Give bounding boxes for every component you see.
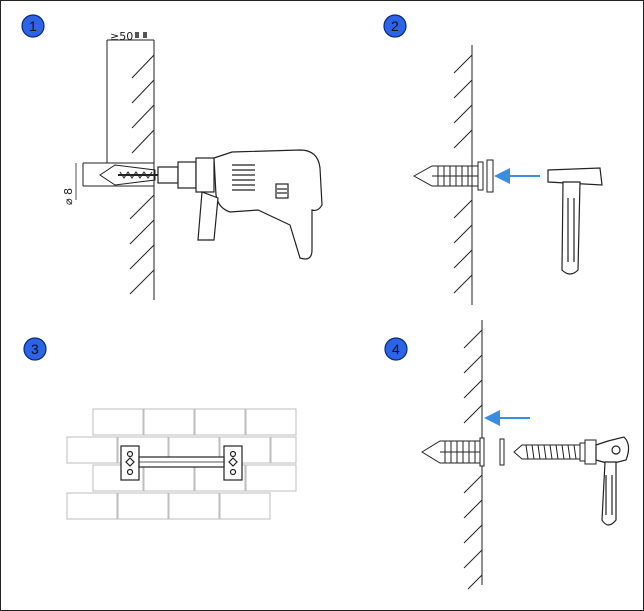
depth-marker: ≥50 — [110, 30, 147, 43]
step-number: 2 — [391, 18, 399, 34]
wall-section-2 — [453, 45, 473, 305]
step-4: 4 — [384, 320, 630, 590]
washer-icon — [499, 438, 505, 466]
step-1: 1 ≥50 ⌀ 8 — [21, 14, 323, 300]
wall-section-4 — [463, 320, 483, 590]
step-number: 4 — [392, 341, 400, 357]
depth-label: ≥50 — [110, 30, 133, 43]
step-2: 2 — [383, 14, 603, 305]
step-badge-2: 2 — [383, 14, 407, 38]
wall-bracket-icon — [120, 445, 243, 481]
ratchet-wrench-icon — [595, 436, 630, 526]
diameter-marker: ⌀ 8 — [62, 163, 77, 205]
drill-icon — [157, 149, 323, 260]
wall-section-1 — [82, 39, 155, 300]
wall-plug-icon — [421, 437, 485, 467]
step-number: 1 — [29, 18, 37, 34]
diameter-label: ⌀ 8 — [62, 188, 75, 205]
hammer-icon — [547, 167, 603, 275]
screw-icon — [513, 439, 597, 465]
step-badge-1: 1 — [21, 14, 45, 38]
step-3: 3 — [23, 337, 297, 520]
step-number: 3 — [31, 341, 39, 357]
wall-plug-icon — [412, 159, 494, 193]
step-badge-3: 3 — [23, 337, 47, 361]
step-badge-4: 4 — [384, 337, 408, 361]
drill-bit — [99, 164, 158, 186]
